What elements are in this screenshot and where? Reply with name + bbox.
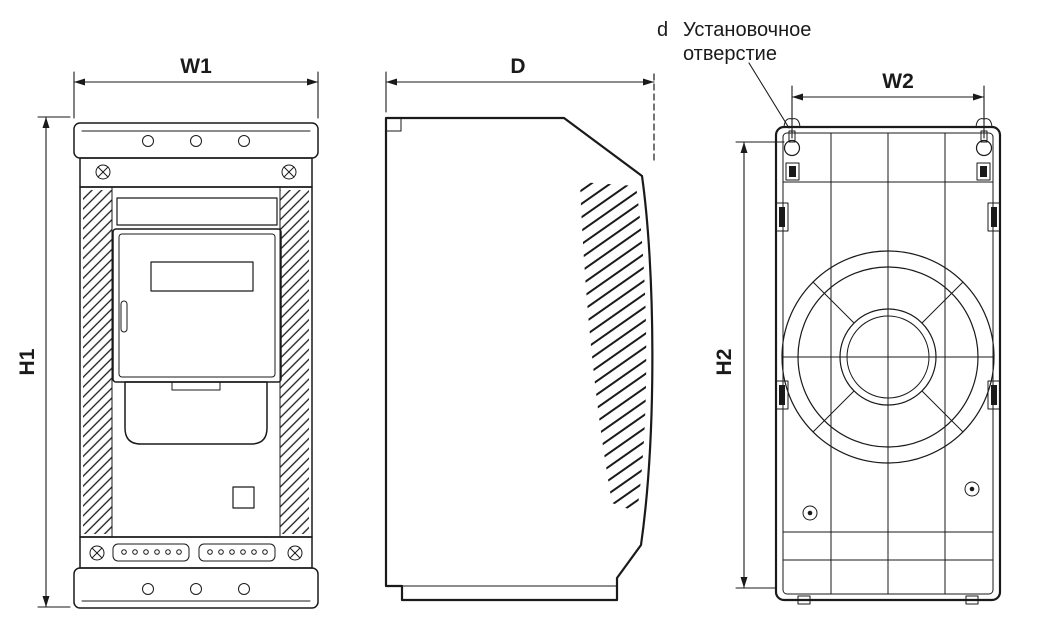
- front-top-hole: [142, 135, 154, 147]
- dimension-d: D: [385, 55, 655, 163]
- label-d: D: [510, 55, 525, 78]
- front-left-vents: [83, 190, 112, 534]
- fan-guard: [781, 250, 995, 464]
- front-top-hole: [190, 135, 202, 147]
- dimension-w2: W2: [791, 70, 985, 139]
- front-bottom-plate: [73, 567, 319, 609]
- mounting-hole-callout: d Установочное отверстие: [657, 19, 811, 129]
- label-h1: H1: [16, 348, 39, 375]
- callout-symbol-d: d: [657, 19, 668, 41]
- back-outline: [774, 125, 1002, 602]
- side-outline: [384, 116, 654, 602]
- front-cover: [124, 381, 268, 445]
- back-screw-boss-right: [964, 481, 980, 497]
- callout-text-line2: отверстие: [683, 43, 777, 65]
- front-screw-bottom-right: [287, 545, 303, 561]
- front-right-vents: [280, 190, 309, 534]
- side-view: [384, 116, 654, 602]
- front-view: [73, 122, 319, 609]
- back-view: [774, 118, 1002, 605]
- front-bottom-hole: [238, 583, 250, 595]
- callout-leader-line: [748, 62, 790, 129]
- back-bottom-tab: [965, 595, 979, 605]
- front-bottom-hole: [190, 583, 202, 595]
- dimension-w1: W1: [73, 55, 319, 119]
- callout-text-line1: Установочное: [683, 19, 811, 41]
- label-w1: W1: [180, 55, 212, 78]
- front-terminal-pins: [121, 549, 268, 555]
- front-cover-latch: [171, 381, 221, 391]
- front-screw-bottom-left: [89, 545, 105, 561]
- side-vents: [580, 182, 647, 512]
- mounting-hole-top-right: [975, 118, 993, 181]
- label-h2: H2: [713, 349, 736, 376]
- front-screw-left: [95, 164, 111, 180]
- back-side-clips: [775, 202, 1001, 410]
- front-screw-right: [281, 164, 297, 180]
- front-bottom-hole: [142, 583, 154, 595]
- front-display: [150, 261, 254, 292]
- front-keypad-slot: [120, 300, 128, 333]
- front-terminal-block-right: [198, 543, 276, 562]
- dimension-h2: H2: [713, 141, 785, 589]
- back-screw-boss-left: [802, 505, 818, 521]
- label-w2: W2: [882, 70, 914, 93]
- front-nameplate: [116, 197, 278, 226]
- front-terminal-block-left: [112, 543, 190, 562]
- front-knockout: [232, 486, 255, 509]
- front-top-hole: [238, 135, 250, 147]
- back-bottom-tab: [797, 595, 811, 605]
- dimension-h1: H1: [16, 116, 71, 608]
